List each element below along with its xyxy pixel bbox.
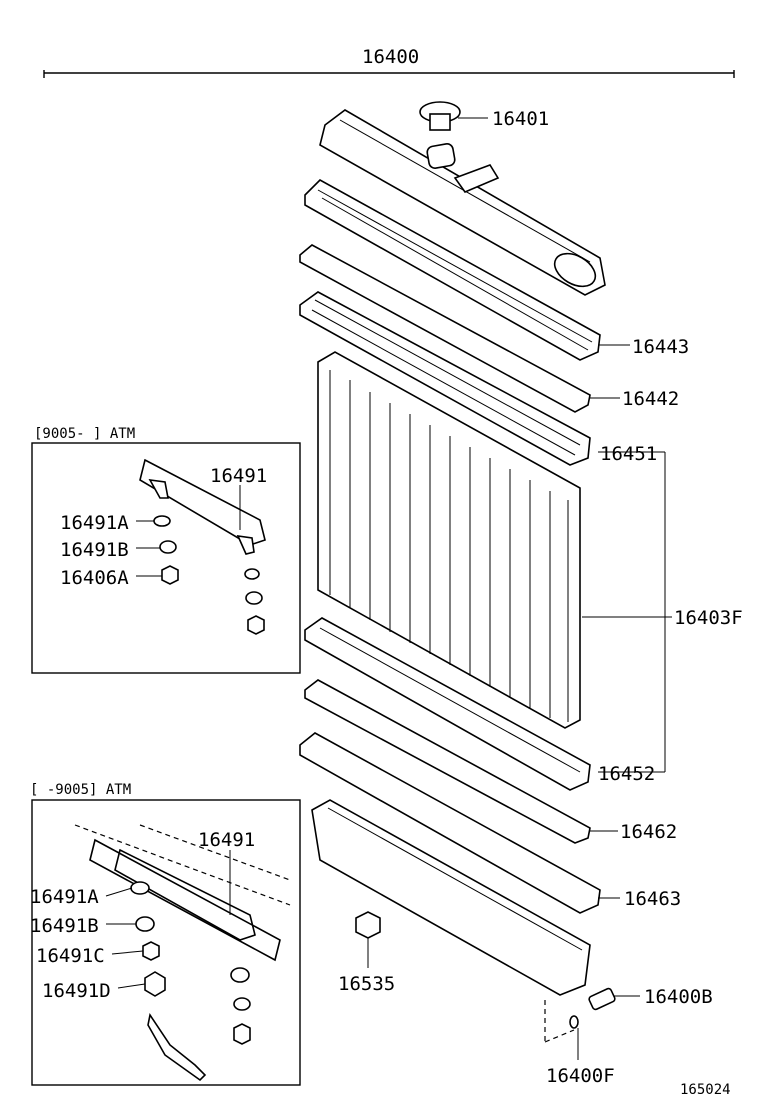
inset-top-pipe bbox=[139, 458, 266, 555]
inset-top-label-16491: 16491 bbox=[210, 465, 267, 487]
inset-top-box bbox=[31, 442, 301, 674]
label-16443: 16443 bbox=[632, 336, 689, 358]
label-16463: 16463 bbox=[624, 888, 681, 910]
label-16400B: 16400B bbox=[644, 986, 713, 1008]
assembly-number-label: 16400 bbox=[362, 46, 419, 68]
lower-gasket-frame bbox=[299, 732, 601, 914]
inset-top-label-16491B: 16491B bbox=[60, 539, 129, 561]
label-16452: 16452 bbox=[598, 763, 655, 785]
inset-top-label-16491A: 16491A bbox=[60, 512, 129, 534]
inset-bottom-caption: [ -9005] ATM bbox=[30, 782, 131, 798]
drain-plug bbox=[355, 911, 381, 968]
inset-top-caption: [9005- ] ATM bbox=[34, 426, 135, 442]
upper-tank bbox=[319, 109, 606, 296]
inset-bottom-label-16491A: 16491A bbox=[30, 886, 99, 908]
inset-bottom-label-16491C: 16491C bbox=[36, 945, 105, 967]
upper-core-plate bbox=[299, 291, 591, 466]
inset-bottom-label-16491B: 16491B bbox=[30, 915, 99, 937]
label-16462: 16462 bbox=[620, 821, 677, 843]
upper-gasket-frame bbox=[304, 179, 601, 361]
inset-bottom-box bbox=[31, 799, 301, 1086]
lower-seal-ring bbox=[304, 679, 591, 844]
inset-top-washers bbox=[153, 515, 265, 635]
label-16400F: 16400F bbox=[546, 1065, 615, 1087]
inset-bottom-label-16491D: 16491D bbox=[42, 980, 111, 1002]
drain-cock bbox=[544, 987, 640, 1060]
assembly-bracket bbox=[43, 70, 735, 78]
upper-seal-ring bbox=[299, 244, 591, 413]
core-group-bracket bbox=[582, 451, 672, 773]
inset-bottom-washers bbox=[130, 881, 251, 1082]
label-16403F: 16403F bbox=[674, 607, 743, 629]
label-16451: 16451 bbox=[600, 443, 657, 465]
lower-tank bbox=[311, 799, 591, 996]
inset-bottom-pipe bbox=[74, 824, 291, 962]
label-16535: 16535 bbox=[338, 973, 395, 995]
figure-code: 165024 bbox=[680, 1082, 731, 1098]
inset-top-label-16406A: 16406A bbox=[60, 567, 129, 589]
lower-core-plate bbox=[304, 617, 591, 791]
label-16442: 16442 bbox=[622, 388, 679, 410]
inset-bottom-label-16491: 16491 bbox=[198, 829, 255, 851]
radiator-cap bbox=[419, 101, 488, 131]
radiator-core bbox=[317, 351, 581, 729]
label-16401: 16401 bbox=[492, 108, 549, 130]
